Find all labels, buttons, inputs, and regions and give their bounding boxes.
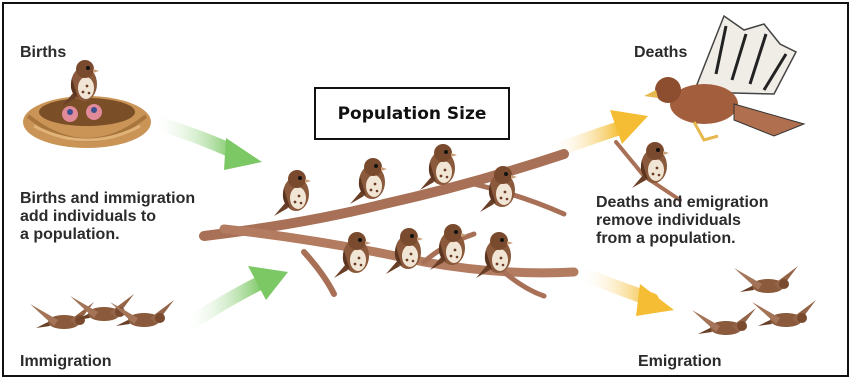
hawk-predator <box>644 14 806 142</box>
immigrating-birds <box>30 294 174 329</box>
illustration <box>23 14 816 335</box>
add-caption-line: Births and immigration <box>20 190 196 207</box>
add-caption: Births and immigration add individuals t… <box>20 190 195 244</box>
captured-bird <box>614 140 682 202</box>
arrow-births-in <box>147 115 262 170</box>
add-caption-line: add individuals to <box>20 208 157 225</box>
remove-caption-line: remove individuals <box>596 212 741 229</box>
arrow-emigration-out <box>575 267 674 316</box>
remove-caption-line: from a population. <box>596 230 736 247</box>
population-size-box: Population Size <box>314 87 510 140</box>
remove-caption-line: Deaths and emigration <box>596 194 769 211</box>
arrow-deaths-out <box>545 110 648 159</box>
nest-with-chicks <box>23 96 151 148</box>
births-label: Births <box>20 44 67 61</box>
add-caption-line: a population. <box>20 226 120 243</box>
immigration-label: Immigration <box>20 353 112 370</box>
deaths-label: Deaths <box>634 44 688 61</box>
emigrating-birds <box>692 266 816 335</box>
arrow-immigration-in <box>179 266 288 333</box>
remove-caption: Deaths and emigration remove individuals… <box>596 194 768 248</box>
diagram-frame: Population Size Births Deaths Immigratio… <box>2 2 849 377</box>
emigration-label: Emigration <box>638 353 722 370</box>
diagram-title: Population Size <box>337 103 487 124</box>
